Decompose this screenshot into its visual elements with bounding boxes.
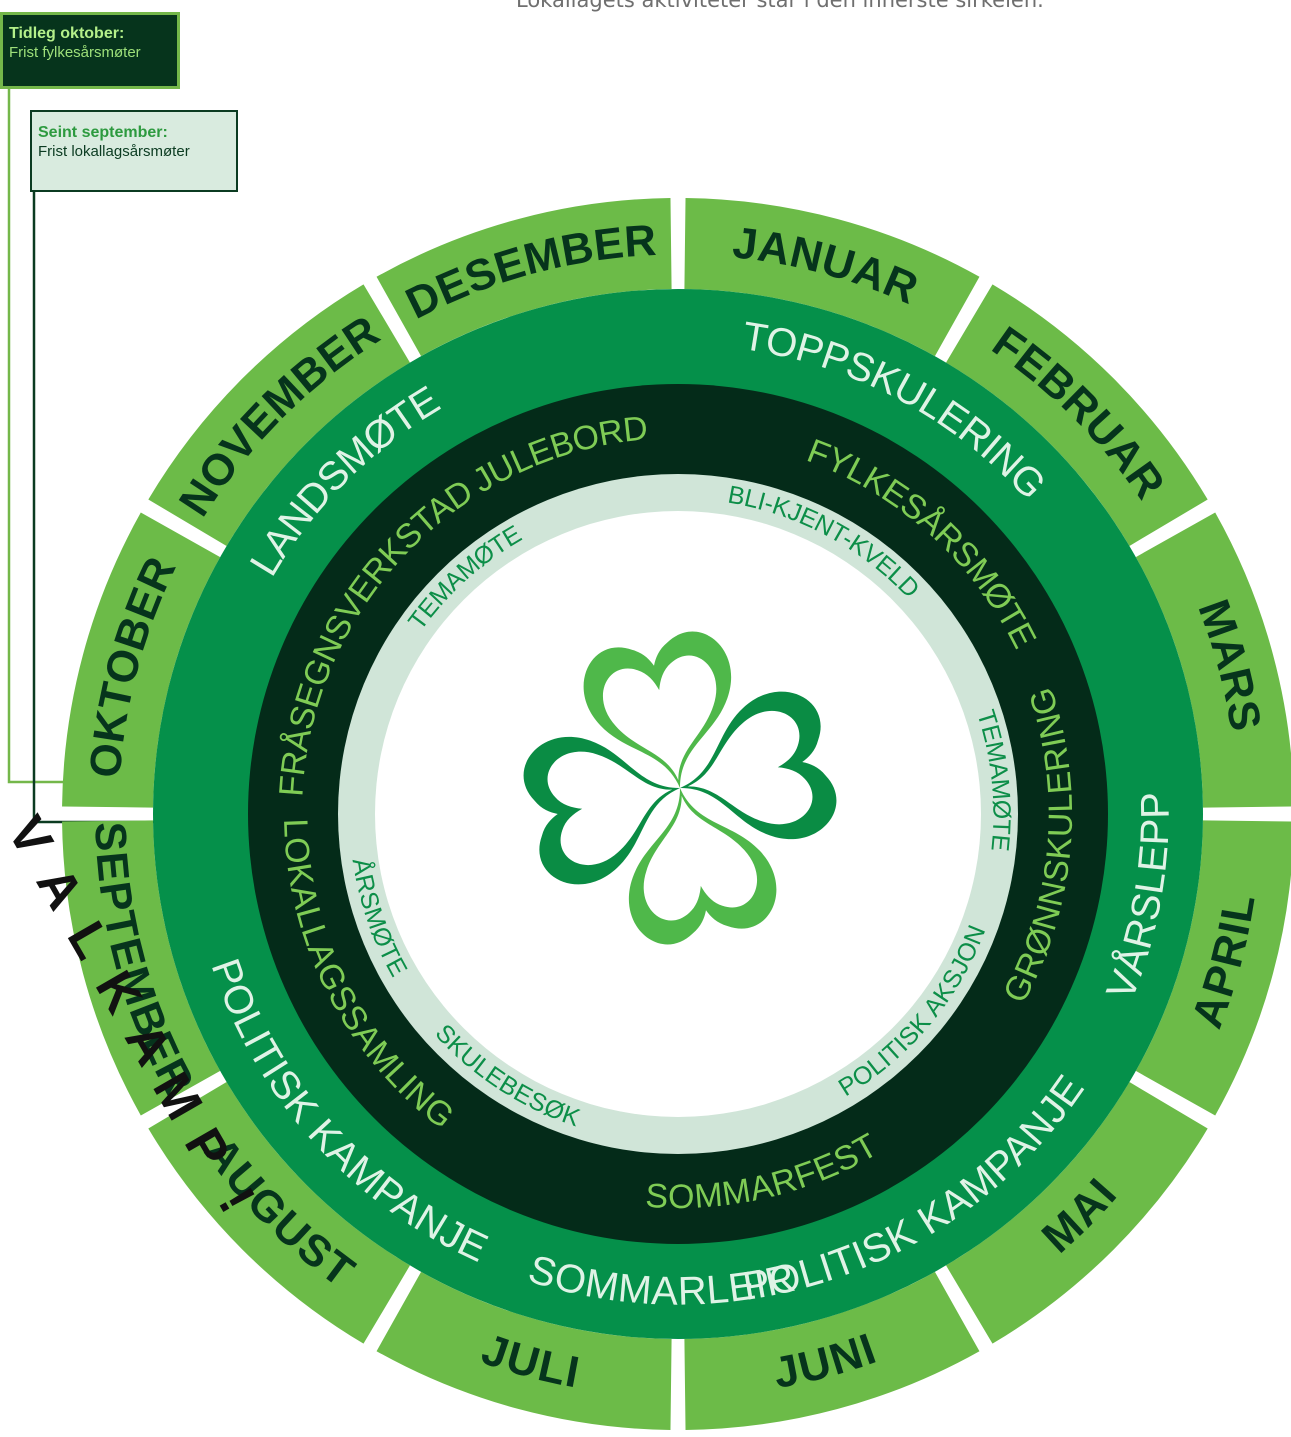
callout-title: Tidleg oktober: [9, 25, 125, 42]
month-segment-desember [376, 198, 672, 357]
clover-leaf [523, 736, 680, 885]
month-segment-januar [684, 198, 980, 357]
month-segment-oktober [62, 512, 221, 808]
month-segment-august [148, 1082, 410, 1344]
month-segment-februar [946, 284, 1208, 546]
callout-seint-september: Seint september: Frist lokallagsårsmøter [30, 110, 238, 192]
month-segment-november [148, 284, 410, 546]
month-segment-april [1135, 820, 1291, 1116]
month-segment-mars [1135, 512, 1291, 808]
month-segment-juli [376, 1271, 672, 1430]
month-segment-juni [684, 1271, 980, 1430]
valkamp-letter: V [0, 807, 64, 866]
month-segment-september [62, 820, 221, 1116]
callout-tidleg-oktober: Tidleg oktober: Frist fylkesårsmøter [0, 12, 180, 89]
callout-text: Frist lokallagsårsmøter [38, 143, 190, 160]
callout-title: Seint september: [38, 124, 168, 141]
clover-leaf [628, 788, 777, 945]
clover-leaf [583, 631, 732, 788]
month-segment-mai [946, 1082, 1208, 1344]
four-leaf-clover-logo [523, 631, 837, 945]
clover-leaf [680, 691, 837, 840]
top-note: Lokallagets aktiviteter står i den inner… [516, 0, 1044, 12]
month-ring [62, 198, 1291, 1430]
callout-text: Frist fylkesårsmøter [9, 44, 141, 61]
